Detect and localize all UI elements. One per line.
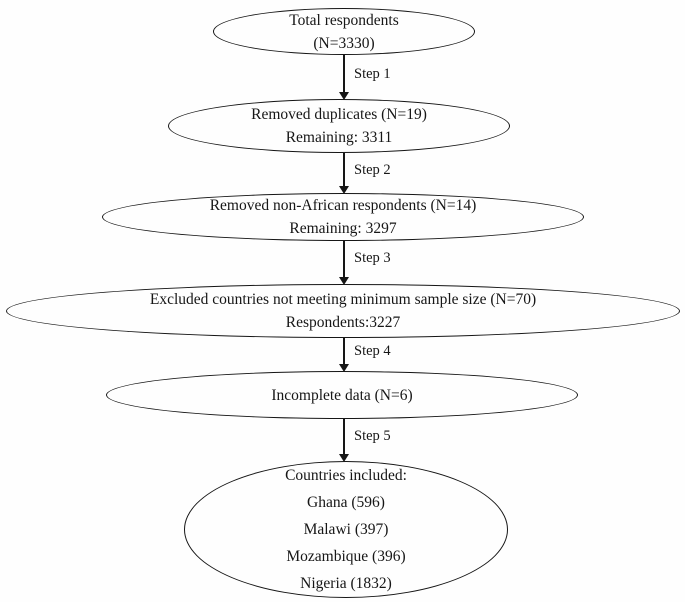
arrow-shaft [343, 419, 345, 456]
arrowhead-down-icon [339, 454, 349, 462]
node-total-respondents: Total respondents (N=3330) [213, 8, 475, 55]
flow-arrow-step-4 [339, 338, 349, 372]
node-incomplete-data: Incomplete data (N=6) [106, 371, 578, 419]
node-removed-non-african: Removed non-African respondents (N=14) R… [102, 193, 584, 241]
flow-arrow-step-2 [339, 153, 349, 194]
node-line: Ghana (596) [307, 494, 385, 511]
flow-arrow-step-5 [339, 419, 349, 462]
step-label: Step 1 [354, 66, 391, 82]
node-line: Mozambique (396) [286, 548, 406, 565]
flow-arrow-step-3 [339, 241, 349, 285]
node-line: Malawi (397) [303, 521, 389, 538]
node-countries-included: Countries included: Ghana (596) Malawi (… [184, 461, 508, 598]
node-line: Incomplete data (N=6) [271, 386, 413, 404]
node-line: Remaining: 3297 [289, 220, 397, 237]
arrowhead-down-icon [339, 364, 349, 372]
node-line: Removed non-African respondents (N=14) [209, 197, 477, 214]
flow-arrow-step-1 [339, 55, 349, 100]
step-label: Step 3 [354, 250, 391, 266]
step-label: Step 2 [354, 162, 391, 178]
node-excluded-countries: Excluded countries not meeting minimum s… [6, 284, 680, 338]
node-line: Removed duplicates (N=19) [251, 106, 427, 123]
arrowhead-down-icon [339, 277, 349, 285]
arrow-shaft [343, 55, 345, 94]
arrow-shaft [343, 153, 345, 188]
node-removed-duplicates: Removed duplicates (N=19) Remaining: 331… [168, 99, 510, 153]
node-line: Remaining: 3311 [285, 129, 393, 146]
node-line: Excluded countries not meeting minimum s… [149, 291, 537, 308]
node-line: Nigeria (1832) [300, 575, 392, 592]
step-label: Step 5 [354, 428, 391, 444]
arrow-shaft [343, 241, 345, 279]
node-line: Respondents:3227 [285, 314, 401, 331]
node-line: Countries included: [285, 467, 407, 484]
arrowhead-down-icon [339, 92, 349, 100]
arrow-shaft [343, 338, 345, 366]
node-line: Total respondents [289, 11, 399, 29]
arrowhead-down-icon [339, 186, 349, 194]
node-line: (N=3330) [313, 34, 375, 52]
step-label: Step 4 [354, 343, 391, 359]
